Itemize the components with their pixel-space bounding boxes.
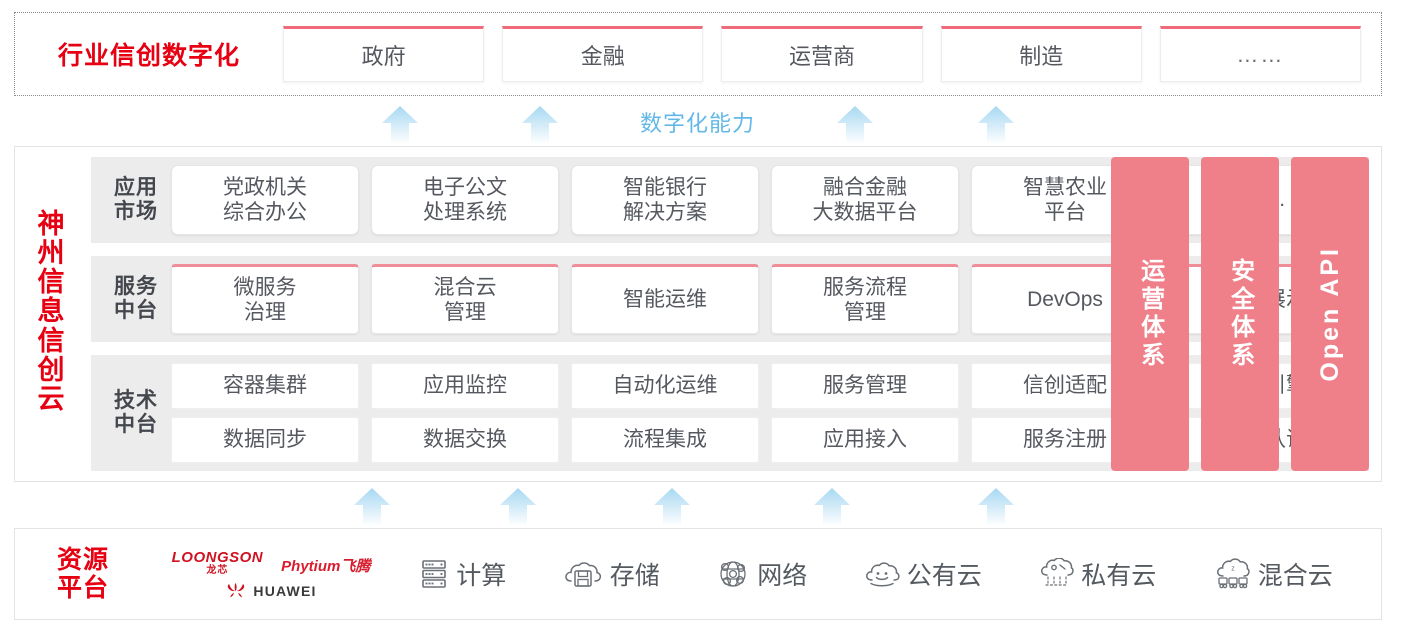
loongson-logo-sub: 龙芯 (206, 564, 229, 576)
resource-platform-title: 资源 平台 (56, 546, 109, 602)
svg-text:z: z (1231, 566, 1235, 573)
up-arrow-icon (654, 488, 690, 526)
industry-box-list: 政府 金融 运营商 制造 …… (283, 26, 1381, 82)
app-cell-finance-bigdata[interactable]: 融合金融 大数据平台 (771, 165, 959, 235)
industry-band: 行业信创数字化 政府 金融 运营商 制造 …… (14, 12, 1382, 96)
huawei-flower-icon (228, 582, 245, 597)
vendor-logo-group: LOONGSON 龙芯 Phytium飞腾 HUAWEI (151, 550, 391, 599)
cloud-platform-body: 应用 市场 党政机关 综合办公 电子公文 处理系统 智能银行 解决方案 融合金融… (87, 147, 1381, 481)
phytium-logo: Phytium飞腾 (281, 557, 371, 575)
cloud-platform-title: 神 州 信 息 信 创 云 (15, 147, 87, 481)
resource-arrow-strip-bottom (0, 486, 1402, 526)
cloud-title-char: 创 (37, 354, 65, 385)
tech-cell-service-management[interactable]: 服务管理 (771, 363, 959, 409)
resource-item-label: 存储 (609, 562, 660, 590)
resource-item-label: 私有云 (1081, 562, 1157, 590)
tier-label-application-market: 应用 市场 (114, 176, 158, 223)
app-cell-edoc-system[interactable]: 电子公文 处理系统 (371, 165, 559, 235)
pillar-security-label: 安全体系 (1226, 258, 1254, 370)
up-arrow-icon (354, 488, 390, 526)
up-arrow-icon (500, 488, 536, 526)
pillar-security-system[interactable]: 安全体系 (1201, 157, 1279, 471)
cloud-title-char: 信 (37, 267, 65, 298)
tech-cell-container-cluster[interactable]: 容器集群 (171, 363, 359, 409)
public-cloud-icon (865, 562, 900, 587)
hybrid-cloud-icon: z (1216, 558, 1250, 589)
tech-cell-data-exchange[interactable]: 数据交换 (371, 417, 559, 463)
server-icon (422, 560, 447, 588)
capability-label: 数字化能力 (640, 111, 756, 136)
network-icon (720, 561, 746, 587)
svc-cell-smart-ops[interactable]: 智能运维 (571, 264, 759, 334)
cross-cutting-pillars: 运营体系 安全体系 Open API (1111, 157, 1369, 471)
resource-item-private-cloud[interactable]: 私有云 (1038, 556, 1156, 592)
up-arrow-icon (978, 106, 1014, 144)
pillar-open-api[interactable]: Open API (1291, 157, 1369, 471)
app-cell-smart-bank[interactable]: 智能银行 解决方案 (571, 165, 759, 235)
industry-box-more[interactable]: …… (1159, 26, 1362, 82)
private-cloud-icon (1041, 558, 1074, 586)
cloud-title-char: 信 (37, 325, 65, 356)
svc-cell-hybrid-cloud-management[interactable]: 混合云 管理 (371, 264, 559, 334)
resource-item-label: 公有云 (906, 562, 982, 590)
resource-item-label: 计算 (456, 562, 507, 590)
loongson-logo: LOONGSON 龙芯 (172, 550, 264, 576)
up-arrow-icon (382, 106, 418, 144)
up-arrow-icon (837, 106, 873, 144)
capability-arrow-strip-top: 数字化能力 (0, 100, 1402, 144)
tier-label-service-platform: 服务 中台 (114, 275, 158, 322)
industry-band-title: 行业信创数字化 (57, 42, 240, 70)
up-arrow-icon (522, 106, 558, 144)
cloud-title-char: 神 (37, 208, 65, 239)
cloud-title-char: 息 (37, 296, 65, 327)
industry-box-manufacturing[interactable]: 制造 (940, 26, 1142, 82)
resource-item-list: 计算 存储 (391, 556, 1381, 592)
up-arrow-icon (814, 488, 850, 526)
svc-cell-service-process-management[interactable]: 服务流程 管理 (771, 264, 959, 334)
svc-cell-microservice-governance[interactable]: 微服务 治理 (171, 264, 359, 334)
cloud-title-char: 云 (37, 383, 65, 414)
resource-item-hybrid-cloud[interactable]: z 混合云 (1213, 556, 1333, 592)
loongson-logo-main: LOONGSON (171, 548, 264, 566)
pillar-operations-label: 运营体系 (1136, 258, 1164, 370)
vendor-logo-row: LOONGSON 龙芯 Phytium飞腾 (172, 550, 371, 576)
tech-cell-automated-ops[interactable]: 自动化运维 (571, 363, 759, 409)
resource-item-public-cloud[interactable]: 公有云 (864, 556, 982, 592)
tier-label-technology-platform: 技术 中台 (114, 389, 158, 436)
industry-box-telecom[interactable]: 运营商 (721, 26, 923, 82)
industry-box-finance[interactable]: 金融 (502, 26, 704, 82)
industry-box-government[interactable]: 政府 (283, 26, 485, 82)
up-arrow-icon (978, 488, 1014, 526)
huawei-logo: HUAWEI (225, 583, 316, 599)
tech-cell-app-access[interactable]: 应用接入 (771, 417, 959, 463)
cloud-title-char: 州 (37, 238, 65, 269)
tech-cell-process-integration[interactable]: 流程集成 (571, 417, 759, 463)
cloud-platform-panel: 神 州 信 息 信 创 云 应用 市场 党政机关 综合办公 电子公文 处理系统 … (14, 146, 1382, 482)
resource-platform-panel: 资源 平台 LOONGSON 龙芯 Phytium飞腾 HUAWEI (14, 528, 1382, 620)
resource-item-label: 网络 (757, 562, 808, 590)
resource-item-label: 混合云 (1257, 562, 1333, 590)
pillar-open-api-label: Open API (1315, 246, 1344, 382)
huawei-logo-text: HUAWEI (253, 582, 317, 599)
cloud-storage-icon (564, 562, 601, 587)
tech-cell-data-sync[interactable]: 数据同步 (171, 417, 359, 463)
pillar-operations-system[interactable]: 运营体系 (1111, 157, 1189, 471)
resource-item-compute[interactable]: 计算 (419, 556, 506, 592)
resource-item-storage[interactable]: 存储 (563, 556, 660, 592)
resource-item-network[interactable]: 网络 (716, 556, 807, 592)
tech-cell-app-monitoring[interactable]: 应用监控 (371, 363, 559, 409)
app-cell-government-office[interactable]: 党政机关 综合办公 (171, 165, 359, 235)
